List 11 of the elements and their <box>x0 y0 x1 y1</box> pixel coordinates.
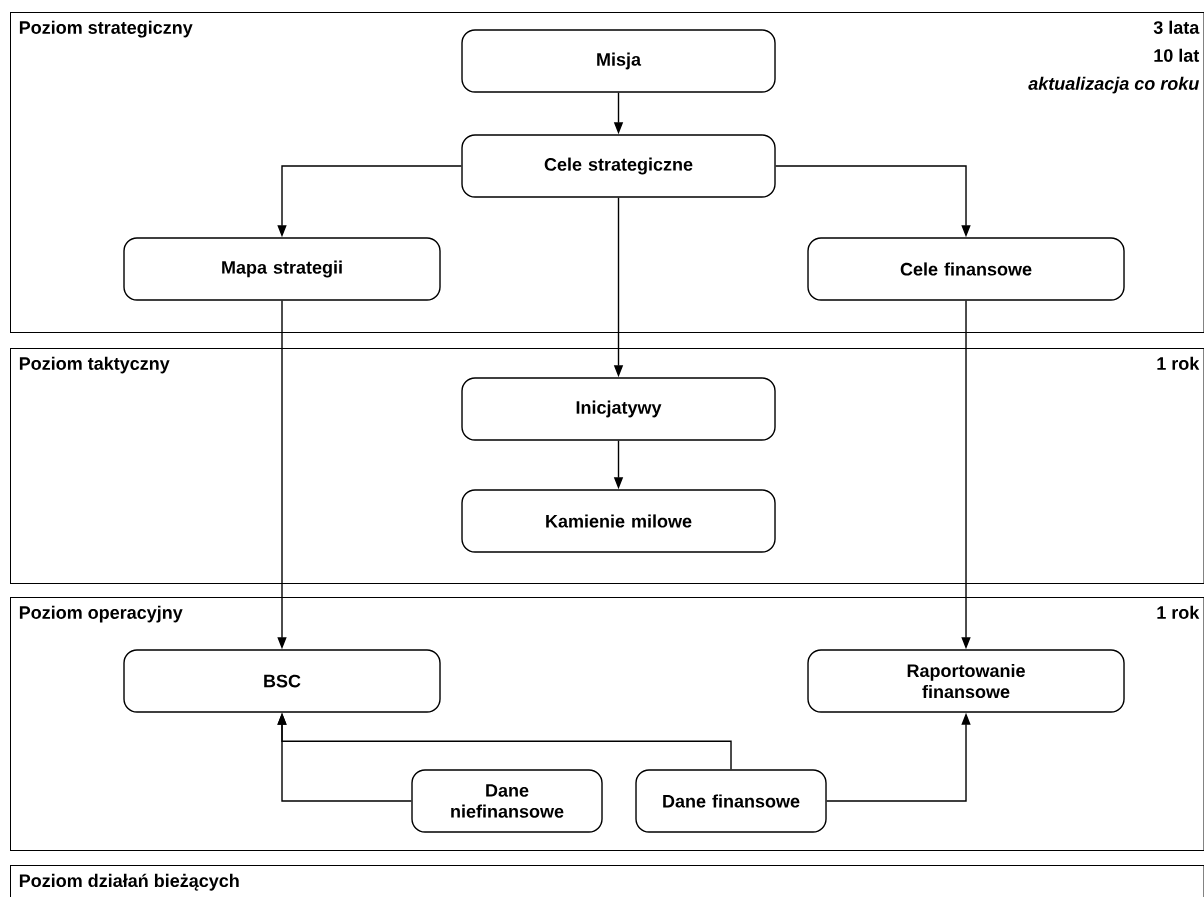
process-box: Dane finansowe <box>635 769 827 833</box>
process-box: BSC <box>123 649 441 713</box>
process-box: Inicjatywy <box>461 377 776 441</box>
process-box: Dane niefinansowe <box>411 769 603 833</box>
process-box: Cele finansowe <box>807 237 1125 301</box>
process-box: Misja <box>461 29 776 93</box>
process-box: Kamienie milowe <box>461 489 776 553</box>
process-box: Raportowanie finansowe <box>807 649 1125 713</box>
level-band: Poziom działań bieżących <box>10 865 1204 897</box>
process-box: Mapa strategii <box>123 237 441 301</box>
process-box: Cele strategiczne <box>461 134 776 198</box>
